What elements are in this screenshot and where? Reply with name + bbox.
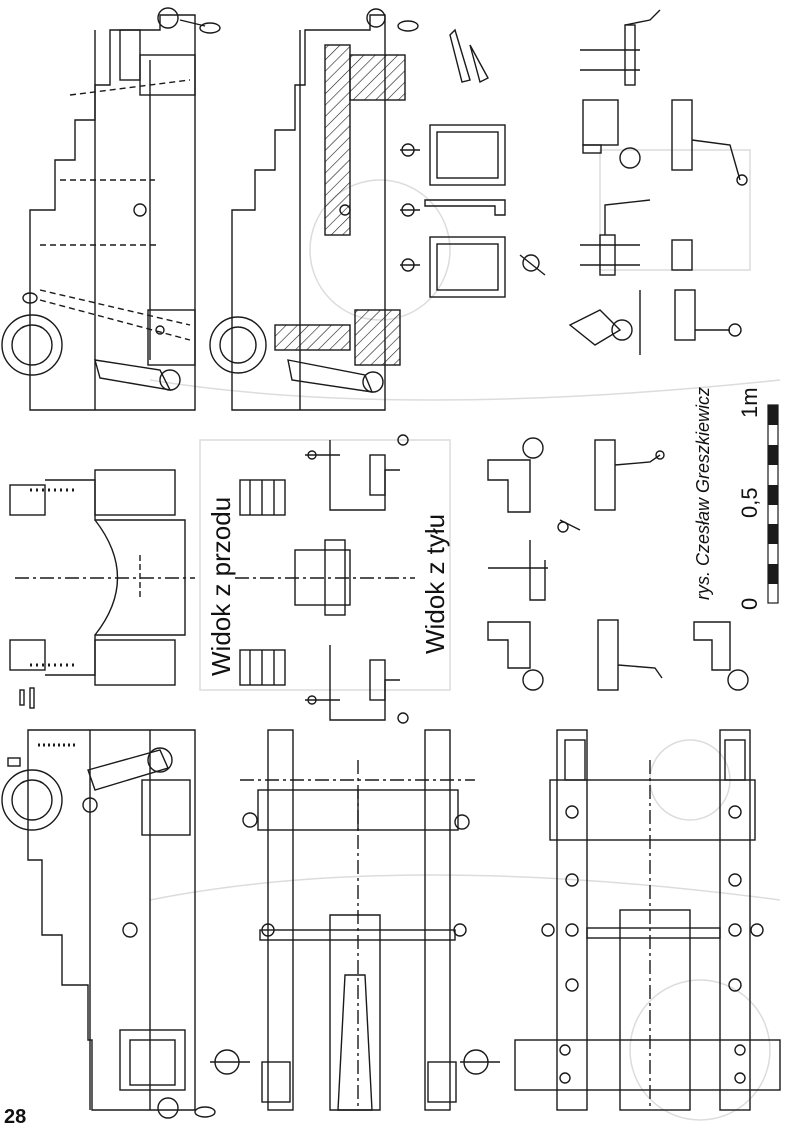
side-view-top-middle-section (209, 8, 419, 411)
rear-view-label: Widok z tyłu (420, 513, 450, 654)
front-view-label: Widok z przodu (206, 496, 236, 676)
plan-view-bottom-middle (210, 729, 500, 1111)
page-number: 28 (4, 1106, 27, 1128)
side-view-bottom-left (1, 729, 216, 1119)
ghost-background (149, 149, 781, 1121)
side-view-top-left (1, 7, 221, 411)
scale-label-one-meter: 1m (737, 387, 762, 418)
scale-label-half: 0,5 (737, 487, 762, 518)
hardware-details-top-right (400, 9, 748, 355)
plan-view-bottom-right (514, 729, 781, 1111)
scale-bar (767, 404, 779, 604)
bracket-details-middle-right (487, 437, 749, 691)
front-view-drawing (9, 469, 195, 709)
rear-view-drawing (235, 434, 415, 724)
scale-label-zero: 0 (737, 597, 762, 610)
drawing-credit: rys. Czesław Greszkiewicz (693, 386, 713, 600)
